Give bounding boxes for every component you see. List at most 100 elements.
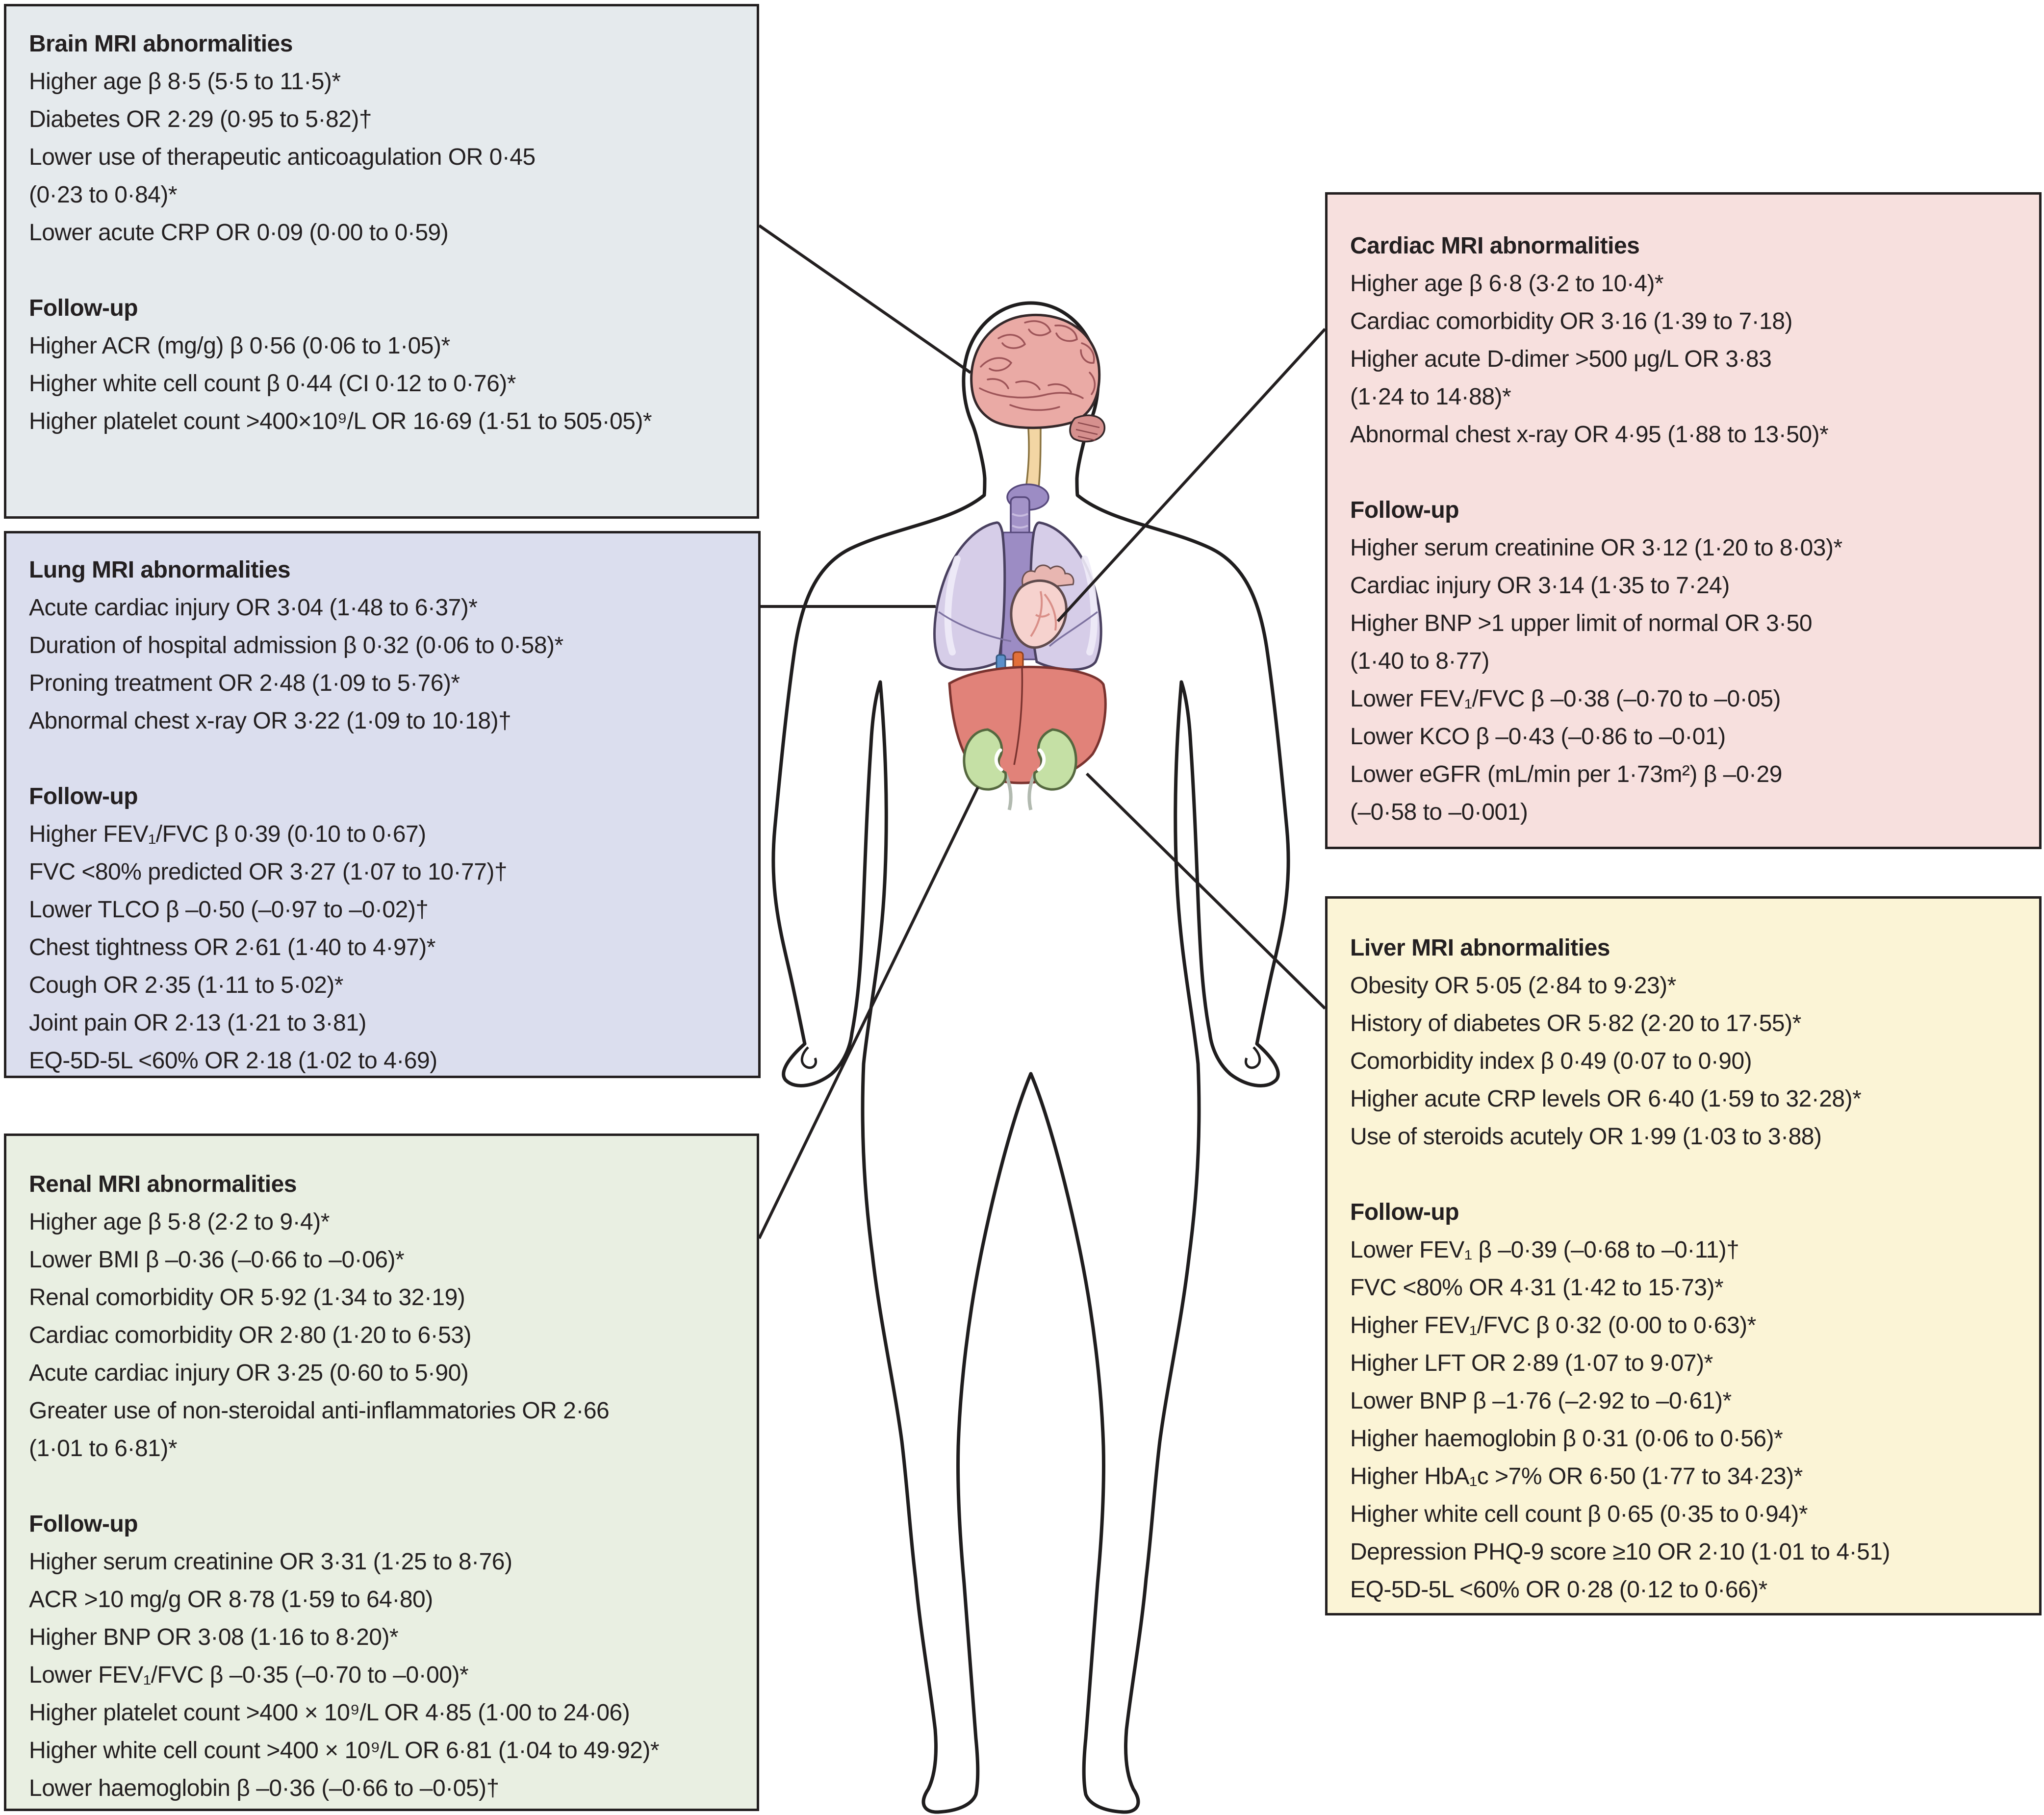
liver-followup-item: Higher LFT OR 2·89 (1·07 to 9·07)* xyxy=(1350,1350,1713,1376)
renal-followup-item: Lower FEV₁/FVC β –0·35 (–0·70 to –0·00)* xyxy=(29,1662,469,1688)
liver-followup-heading: Follow-up xyxy=(1350,1199,1459,1225)
brain-followup-heading: Follow-up xyxy=(29,295,138,321)
renal-followup-item: Higher white cell count >400 × 10⁹/L OR … xyxy=(29,1738,660,1764)
renal-finding-item: Lower BMI β –0·36 (–0·66 to –0·06)* xyxy=(29,1247,405,1273)
cardiac-followup-item: Lower KCO β –0·43 (–0·86 to –0·01) xyxy=(1350,724,1726,750)
cardiac-finding-item: Abnormal chest x-ray OR 4·95 (1·88 to 13… xyxy=(1350,422,1829,448)
left-lung-highlight-icon xyxy=(944,555,961,655)
liver-followup-item: EQ-5D-5L <60% OR 0·28 (0·12 to 0·66)* xyxy=(1350,1577,1767,1603)
renal-followup-list: Higher serum creatinine OR 3·31 (1·25 to… xyxy=(29,1543,734,1807)
renal-panel: Renal MRI abnormalities Higher age β 5·8… xyxy=(4,1134,759,1811)
trachea-rings-icon xyxy=(1012,513,1028,552)
right-kidney-icon xyxy=(1033,728,1077,791)
brain-panel: Brain MRI abnormalities Higher age β 8·5… xyxy=(4,4,759,519)
cardiac-followup-item: Lower eGFR (mL/min per 1·73m²) β –0·29 (… xyxy=(1350,761,1782,825)
cardiac-followup-item: Cardiac injury OR 3·14 (1·35 to 7·24) xyxy=(1350,573,1730,599)
brain-finding-item: Diabetes OR 2·29 (0·95 to 5·82)† xyxy=(29,106,372,132)
renal-finding-item: Higher age β 5·8 (2·2 to 9·4)* xyxy=(29,1209,330,1235)
liver-connector-line xyxy=(1085,772,1327,1010)
body-outline-icon xyxy=(771,301,1290,1814)
left-kidney-icon xyxy=(963,728,1007,791)
brain-acute-list: Higher age β 8·5 (5·5 to 11·5)*Diabetes … xyxy=(29,63,734,252)
renal-acute-list: Higher age β 5·8 (2·2 to 9·4)* Lower BMI … xyxy=(29,1203,734,1467)
liver-finding-item: History of diabetes OR 5·82 (2·20 to 17·… xyxy=(1350,1010,1801,1036)
right-lung-highlight-icon xyxy=(1081,555,1098,655)
cardiac-followup-item: Lower FEV₁/FVC β –0·38 (–0·70 to –0·05) xyxy=(1350,686,1781,712)
cardiac-acute-list: Higher age β 6·8 (3·2 to 10·4)* Cardiac c… xyxy=(1350,265,2017,454)
left-hand-detail-icon xyxy=(800,1046,817,1069)
renal-followup-heading: Follow-up xyxy=(29,1511,138,1537)
brain-followup-item: Higher ACR (mg/g) β 0·56 (0·06 to 1·05)* xyxy=(29,333,450,359)
brain-followup-item: Higher white cell count β 0·44 (CI 0·12 … xyxy=(29,371,516,397)
right-kidney-hilum-icon xyxy=(1037,748,1046,772)
left-kidney-hilum-icon xyxy=(994,748,1003,772)
lung-followup-list: Higher FEV₁/FVC β 0·39 (0·10 to 0·67)FVC… xyxy=(29,815,736,1080)
cardiac-finding-item: Higher acute D-dimer >500 μg/L OR 3·83 (… xyxy=(1350,346,1772,410)
liver-panel: Liver MRI abnormalities Obesity OR 5·05 … xyxy=(1325,896,2042,1615)
lung-followup-heading: Follow-up xyxy=(29,783,138,809)
liver-followup-item: Higher HbA₁c >7% OR 6·50 (1·77 to 34·23)… xyxy=(1350,1463,1803,1489)
liver-followup-item: Higher FEV₁/FVC β 0·32 (0·00 to 0·63)* xyxy=(1350,1312,1756,1338)
lung-finding-item: Abnormal chest x-ray OR 3·22 (1·09 to 10… xyxy=(29,708,511,734)
liver-finding-item: Higher acute CRP levels OR 6·40 (1·59 to… xyxy=(1350,1086,1862,1112)
lung-followup-item: Chest tightness OR 2·61 (1·40 to 4·97)* xyxy=(29,934,435,960)
renal-finding-item: Renal comorbidity OR 5·92 (1·34 to 32·19… xyxy=(29,1285,465,1311)
brain-icon xyxy=(970,313,1101,429)
cardiac-finding-item: Higher age β 6·8 (3·2 to 10·4)* xyxy=(1350,271,1664,297)
left-lung-icon xyxy=(933,521,1006,671)
cardiac-panel: Cardiac MRI abnormalities Higher age β 6… xyxy=(1325,192,2042,849)
renal-finding-item: Acute cardiac injury OR 3·25 (0·60 to 5·… xyxy=(29,1360,469,1386)
renal-finding-item: Greater use of non-steroidal anti-inflam… xyxy=(29,1398,610,1462)
renal-followup-item: Lower haemoglobin β –0·36 (–0·66 to –0·0… xyxy=(29,1775,499,1801)
cerebellum-folds-icon xyxy=(1075,422,1100,441)
liver-followup-item: Depression PHQ-9 score ≥10 OR 2·10 (1·01… xyxy=(1350,1539,1891,1565)
renal-followup-item: ACR >10 mg/g OR 8·78 (1·59 to 64·80) xyxy=(29,1587,433,1613)
brain-finding-item: Lower acute CRP OR 0·09 (0·00 to 0·59) xyxy=(29,220,449,246)
liver-followup-item: Higher white cell count β 0·65 (0·35 to … xyxy=(1350,1501,1808,1527)
liver-finding-item: Obesity OR 5·05 (2·84 to 9·23)* xyxy=(1350,973,1676,999)
brainstem-icon xyxy=(1025,420,1042,489)
brain-connector-line xyxy=(758,224,971,374)
cardiac-finding-item: Cardiac comorbidity OR 3·16 (1·39 to 7·1… xyxy=(1350,308,1793,334)
lung-finding-item: Duration of hospital admission β 0·32 (0… xyxy=(29,632,563,658)
cardiac-followup-item: Higher BNP >1 upper limit of normal OR 3… xyxy=(1350,610,1813,674)
lung-finding-item: Acute cardiac injury OR 3·04 (1·48 to 6·… xyxy=(29,595,478,621)
lung-followup-item: Lower TLCO β –0·50 (–0·97 to –0·02)† xyxy=(29,897,429,923)
left-lung-fissure-icon xyxy=(938,611,1012,642)
lung-finding-item: Proning treatment OR 2·48 (1·09 to 5·76)… xyxy=(29,670,460,696)
renal-followup-item: Higher serum creatinine OR 3·31 (1·25 to… xyxy=(29,1549,512,1575)
cardiac-followup-heading: Follow-up xyxy=(1350,497,1459,523)
heart-coronary-icon xyxy=(1030,591,1057,637)
lung-followup-item: Cough OR 2·35 (1·11 to 5·02)* xyxy=(29,972,343,998)
renal-followup-item: Higher BNP OR 3·08 (1·16 to 8·20)* xyxy=(29,1624,399,1650)
liver-finding-item: Comorbidity index β 0·49 (0·07 to 0·90) xyxy=(1350,1048,1752,1074)
lung-followup-item: FVC <80% predicted OR 3·27 (1·07 to 10·7… xyxy=(29,859,508,885)
lung-panel-title: Lung MRI abnormalities xyxy=(29,557,291,583)
lung-followup-item: Joint pain OR 2·13 (1·21 to 3·81) xyxy=(29,1010,366,1036)
cardiac-followup-list: Higher serum creatinine OR 3·12 (1·20 to… xyxy=(1350,529,2017,831)
brain-followup-item: Higher platelet count >400×10⁹/L OR 16·6… xyxy=(29,408,652,434)
cardiac-panel-title: Cardiac MRI abnormalities xyxy=(1350,233,1640,259)
lung-followup-item: EQ-5D-5L <60% OR 2·18 (1·02 to 4·69) xyxy=(29,1048,437,1074)
brain-panel-title: Brain MRI abnormalities xyxy=(29,31,293,57)
liver-ligament-icon xyxy=(1013,667,1023,765)
liver-acute-list: Obesity OR 5·05 (2·84 to 9·23)* History o… xyxy=(1350,967,2017,1156)
brain-finding-item: Lower use of therapeutic anticoagulation… xyxy=(29,144,536,208)
renal-followup-item: Higher platelet count >400 × 10⁹/L OR 4·… xyxy=(29,1700,630,1726)
liver-panel-title: Liver MRI abnormalities xyxy=(1350,935,1610,961)
right-lung-fissure-icon xyxy=(1048,611,1099,647)
liver-finding-item: Use of steroids acutely OR 1·99 (1·03 to… xyxy=(1350,1124,1822,1150)
renal-connector-line xyxy=(758,786,979,1239)
lung-acute-list: Acute cardiac injury OR 3·04 (1·48 to 6·… xyxy=(29,589,736,740)
brain-followup-list: Higher ACR (mg/g) β 0·56 (0·06 to 1·05)*… xyxy=(29,327,734,440)
cerebellum-icon xyxy=(1069,414,1105,443)
cardiac-connector-line xyxy=(1056,328,1327,623)
renal-panel-title: Renal MRI abnormalities xyxy=(29,1171,297,1197)
heart-icon xyxy=(1010,580,1068,649)
liver-followup-item: Higher haemoglobin β 0·31 (0·06 to 0·56)… xyxy=(1350,1426,1783,1452)
cardiac-followup-item: Higher serum creatinine OR 3·12 (1·20 to… xyxy=(1350,535,1842,561)
liver-followup-item: Lower BNP β –1·76 (–2·92 to –0·61)* xyxy=(1350,1388,1732,1414)
right-hand-detail-icon xyxy=(1245,1046,1261,1069)
